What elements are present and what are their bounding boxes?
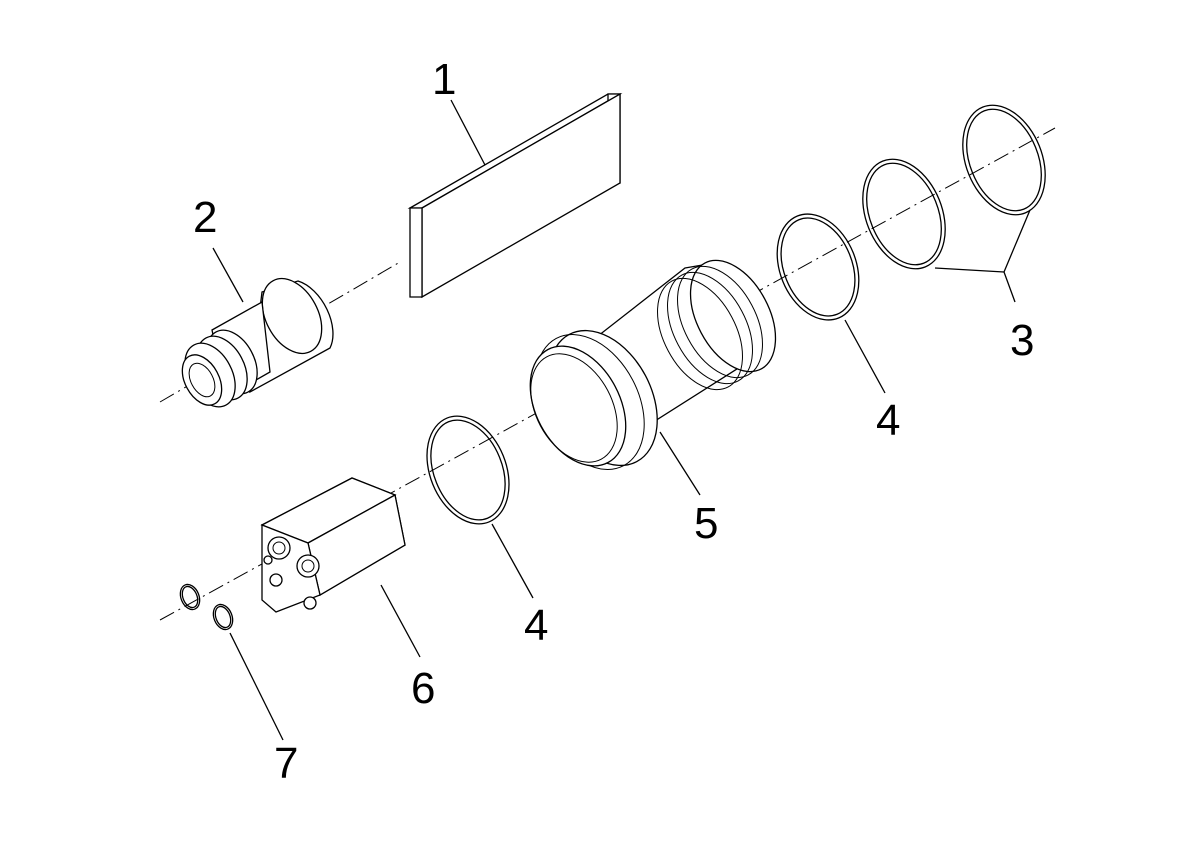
callout-6: 6 — [411, 664, 435, 713]
leader-1 — [450, 99, 486, 166]
callout-4-lower: 4 — [524, 601, 548, 650]
leader-3 — [1003, 209, 1031, 303]
part-7-small-rings — [179, 583, 234, 631]
part-5-cylinder-liner — [529, 259, 777, 470]
callout-2: 2 — [193, 193, 217, 242]
part-3-rings — [862, 104, 1046, 270]
callout-1: 1 — [432, 55, 456, 104]
part-6-valve-block — [260, 477, 406, 613]
leader-lines — [212, 99, 1031, 741]
part-2-splined-sleeve — [181, 277, 334, 408]
leader-4-upper — [844, 319, 886, 394]
callout-4-upper: 4 — [876, 396, 900, 445]
part-4-ring-upper — [776, 213, 860, 321]
leader-7 — [229, 632, 284, 741]
part-1-plate — [407, 92, 623, 299]
leader-6 — [380, 584, 421, 658]
part-4-ring-lower — [426, 415, 510, 525]
leader-2 — [212, 247, 244, 303]
callout-labels: 1 2 3 4 5 4 6 7 — [193, 55, 1034, 788]
leader-5 — [659, 431, 701, 496]
leader-3b — [934, 267, 1005, 273]
callout-3: 3 — [1010, 316, 1034, 365]
callout-7: 7 — [274, 739, 298, 788]
callout-5: 5 — [694, 499, 718, 548]
leader-4-lower — [491, 523, 534, 599]
